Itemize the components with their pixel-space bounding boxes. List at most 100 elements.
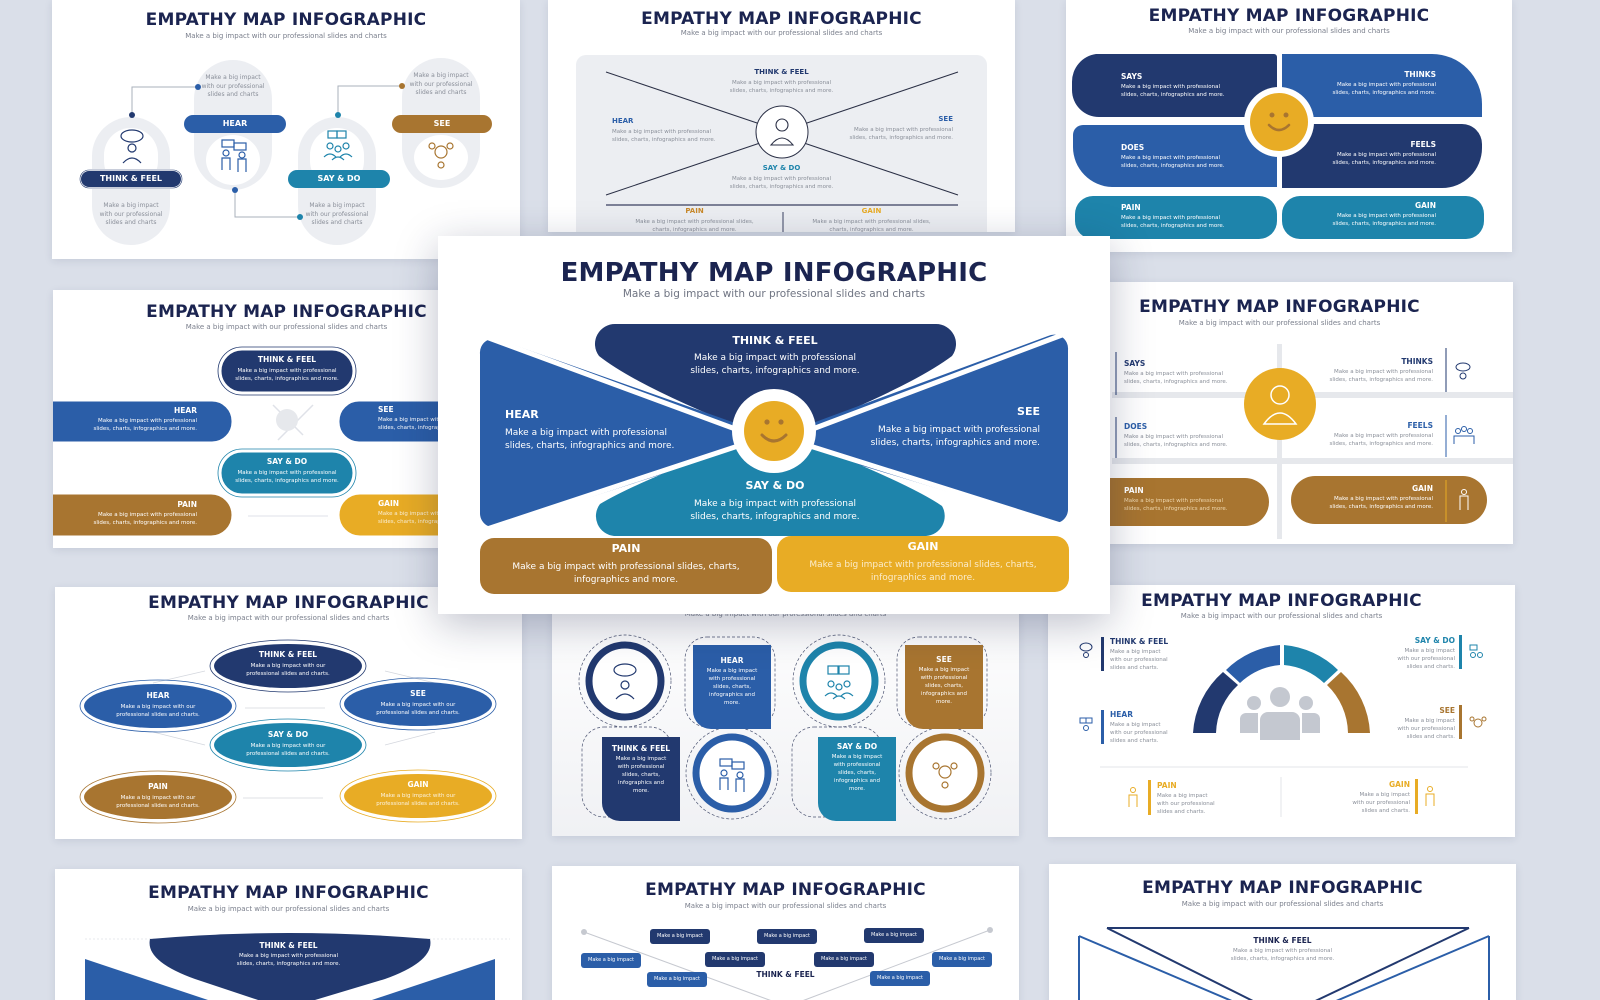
featured-slide[interactable]: EMPATHY MAP INFOGRAPHIC Make a big impac… (438, 236, 1110, 614)
team-hands-icon (428, 142, 454, 169)
say-do-label: SAY & DO (762, 164, 801, 172)
slide-thumbnail-9[interactable]: EMPATHY MAP INFOGRAPHIC Make a big impac… (55, 869, 522, 1000)
pain-label: PAIN (177, 500, 197, 509)
conversation-icon (719, 758, 745, 792)
slide-subtitle: Make a big impact with our professional … (1178, 319, 1381, 327)
slide-title: EMPATHY MAP INFOGRAPHIC (645, 880, 926, 900)
slide-subtitle: Make a big impact with our professional … (1188, 27, 1390, 35)
think-feel-shape (594, 323, 957, 430)
pain-text: Make a big impact with professional slid… (635, 219, 754, 232)
circle-card-grid (578, 634, 992, 821)
gain-text: Make a big impact with professional slid… (812, 219, 931, 232)
slide-title: EMPATHY MAP INFOGRAPHIC (148, 883, 429, 903)
smiley-face-icon (760, 419, 788, 443)
slide-thumbnail-7[interactable]: Make a big impact with our professional … (552, 600, 1019, 836)
pain-label: PAIN (148, 782, 168, 791)
gain-label: GAIN (861, 207, 882, 215)
say-do-label: SAY & DO (266, 457, 308, 466)
conversation-icon (221, 139, 247, 172)
slide-subtitle: Make a big impact with our professional … (187, 905, 390, 913)
pain-label: PAIN (685, 207, 704, 215)
say-do-shape (595, 440, 945, 536)
slide-thumbnail-8[interactable]: EMPATHY MAP INFOGRAPHIC Make a big impac… (1048, 585, 1515, 837)
quadrant-shapes (1071, 54, 1484, 239)
slide-thumbnail-1[interactable]: EMPATHY MAP INFOGRAPHIC Make a big impac… (52, 0, 520, 259)
slide-title: EMPATHY MAP INFOGRAPHIC (148, 593, 429, 613)
chip: Make a big impact (705, 952, 765, 967)
people-group-icon (1240, 687, 1320, 740)
chip: Make a big impact (870, 971, 930, 986)
does-label: DOES (1121, 143, 1145, 152)
think-feel-tag: THINK & FEEL (99, 174, 163, 183)
hear-tag: HEAR (222, 119, 248, 128)
featured-title: EMPATHY MAP INFOGRAPHIC (560, 258, 988, 288)
feels-label: FEELS (1410, 140, 1436, 149)
person-pain-icon (1128, 787, 1138, 807)
smiley-face-icon (1267, 112, 1291, 132)
think-feel-label: THINK & FEEL (1110, 637, 1169, 646)
slide-thumbnail-5[interactable]: EMPATHY MAP INFOGRAPHIC Make a big impac… (1046, 282, 1513, 544)
say-do-label: SAY & DO (836, 742, 878, 751)
group-discussion-icon (824, 665, 854, 700)
slide-thumbnail-11[interactable]: EMPATHY MAP INFOGRAPHIC Make a big impac… (1049, 864, 1516, 1000)
ellipse-shapes (79, 639, 497, 824)
see-label: SEE (410, 689, 426, 698)
slide-thumbnail-10[interactable]: EMPATHY MAP INFOGRAPHIC Make a big impac… (552, 866, 1019, 1000)
slide-subtitle: Make a big impact with our professional … (1181, 900, 1384, 908)
gain-label: GAIN (907, 540, 939, 553)
group-discussion-icon (323, 130, 353, 161)
slide-subtitle: Make a big impact with our professional … (185, 32, 387, 40)
gain-label: GAIN (1414, 201, 1436, 210)
slide-subtitle: Make a big impact with our professional … (185, 323, 388, 331)
thinking-person-icon (613, 663, 637, 700)
gain-shape (777, 536, 1069, 592)
slide-thumbnail-3[interactable]: EMPATHY MAP INFOGRAPHIC Make a big impac… (1066, 0, 1512, 252)
envelope-lines (1078, 927, 1490, 1000)
chip: Make a big impact (757, 929, 817, 944)
slide-subtitle: Make a big impact with our professional … (187, 614, 390, 622)
hear-label: HEAR (174, 406, 197, 415)
slide-title: EMPATHY MAP INFOGRAPHIC (1142, 878, 1423, 898)
connector-lines (79, 58, 492, 245)
see-label: SEE (378, 405, 394, 414)
chip: Make a big impact (814, 952, 874, 967)
pain-shape (480, 538, 772, 594)
gain-label: GAIN (407, 780, 429, 789)
slide-thumbnail-2[interactable]: EMPATHY MAP INFOGRAPHIC Make a big impac… (548, 0, 1015, 232)
gain-label: GAIN (1411, 484, 1433, 493)
thinks-label: THINKS (1401, 357, 1433, 366)
slide-title: EMPATHY MAP INFOGRAPHIC (1141, 591, 1422, 611)
hear-label: HEAR (1110, 710, 1133, 719)
think-feel-label: THINK & FEEL (611, 744, 671, 753)
pain-label: PAIN (611, 542, 641, 555)
woman-avatar-icon (769, 118, 795, 146)
hear-label: HEAR (505, 408, 539, 421)
slide-thumbnail-6[interactable]: EMPATHY MAP INFOGRAPHIC Make a big impac… (55, 587, 522, 839)
group-discussion-icon (1079, 717, 1093, 731)
person-plant-icon (1459, 489, 1469, 510)
